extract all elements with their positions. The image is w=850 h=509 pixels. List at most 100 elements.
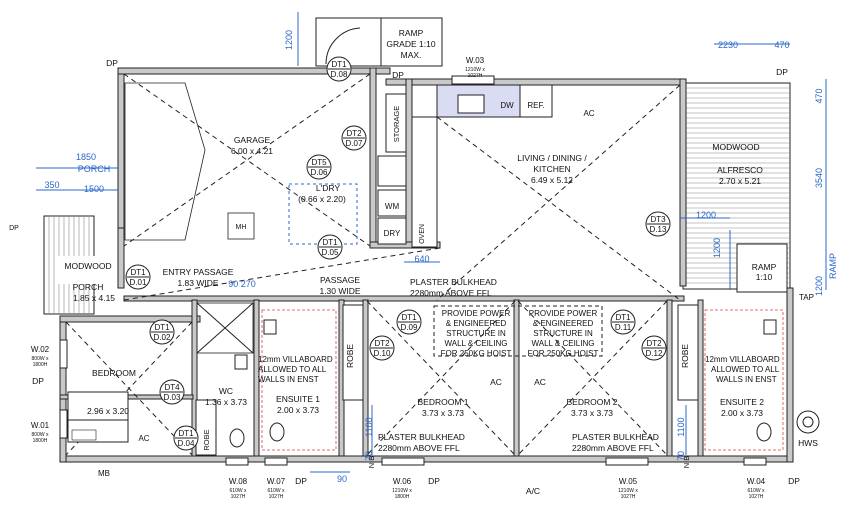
svg-text:DT2: DT2 (646, 339, 662, 348)
ensuite2-note-1: 12mm VILLABOARD (705, 355, 780, 364)
hoist2-l5: FOR 250KG HOIST (528, 349, 599, 358)
svg-text:DT1: DT1 (401, 313, 417, 322)
passage-size: 1.30 WIDE (319, 286, 360, 296)
w07-size-2: 1027H (269, 494, 284, 500)
garage-mh: MH (236, 224, 247, 231)
porch-decking (43, 215, 126, 315)
living-name-1: LIVING / DINING / (517, 153, 587, 163)
svg-text:D.03: D.03 (164, 393, 181, 402)
dim-90-270: 90 270 (228, 279, 256, 289)
bedroom2-name: BEDROOM 2 (566, 397, 617, 407)
dw-label: DW (500, 101, 514, 110)
wc-robe: ROBE (202, 429, 211, 450)
w04-size-2: 1027H (749, 494, 764, 500)
robe-label-2: ROBE (680, 344, 690, 368)
dim-2230: 2230 (718, 40, 738, 50)
dim-porch: PORCH (78, 164, 111, 174)
w06-name: W.06 (393, 477, 412, 486)
wc-name: WC (219, 386, 233, 396)
ensuite1-note-2: ALLOWED TO ALL (258, 365, 327, 374)
hoist1-l1: PROVIDE POWER (442, 309, 511, 318)
ac-bottom-label: A/C (526, 486, 540, 496)
hoist2-l3: STRUCTURE IN (533, 329, 593, 338)
svg-text:D.06: D.06 (311, 168, 328, 177)
ensuite2-note-3: WALLS IN ENST (716, 375, 777, 384)
toilets (229, 319, 777, 448)
w03-size-1: 1210W x (465, 67, 485, 73)
dp-6: DP (428, 476, 440, 486)
w01-size-2: 1800H (33, 438, 48, 444)
bed (67, 391, 129, 443)
w02-name: W.02 (31, 345, 50, 354)
svg-text:DT5: DT5 (311, 158, 327, 167)
alfresco-size: 2.70 x 5.21 (719, 176, 761, 186)
alfresco-decking (682, 82, 791, 293)
svg-text:D.07: D.07 (346, 139, 363, 148)
bulkhead-b1-2: 2280mm ABOVE FFL (378, 443, 460, 453)
dim-470-top: 470 (774, 40, 789, 50)
laundry-dry: DRY (384, 229, 401, 238)
w08-size-1: 610W x (230, 488, 247, 494)
ensuite1-note-1: 12mm VILLABOARD (258, 355, 333, 364)
dp-5: DP (295, 476, 307, 486)
laundry-size: (0.66 x 2.20) (298, 194, 346, 204)
dim-350: 350 (44, 180, 59, 190)
dim-90-bottom: 90 (337, 474, 347, 484)
ensuite1-size: 2.00 x 3.73 (277, 405, 319, 415)
w01-size-1: 800W x (32, 432, 49, 438)
dim-3540: 3540 (814, 168, 824, 188)
dimension-labels: 1200 2230 470 470 3540 1200 RAMP 1850 PO… (44, 30, 838, 484)
ramp-top-line1: RAMP (399, 28, 424, 38)
nib-right: NIB (682, 456, 691, 469)
garage-diagonals (123, 73, 371, 247)
dim-1850: 1850 (76, 152, 96, 162)
dim-1200-right: 1200 (814, 276, 824, 296)
w06-size-2: 1800H (395, 494, 410, 500)
dim-470-right: 470 (814, 88, 824, 103)
w08-size-2: 1027H (231, 494, 246, 500)
svg-text:D.02: D.02 (154, 333, 171, 342)
w03-size-2: 1027H (468, 73, 483, 79)
living-diagonals (123, 84, 681, 301)
dim-1500: 1500 (84, 184, 104, 194)
window-frames (59, 75, 767, 466)
svg-text:DT2: DT2 (346, 129, 362, 138)
bulkhead-b1-1: PLASTER BULKHEAD (378, 432, 465, 442)
bulkhead-b2-2: 2280mm ABOVE FFL (572, 443, 654, 453)
dp-1: DP (106, 58, 118, 68)
dim-640: 640 (414, 254, 429, 264)
ramp-right-1: RAMP (752, 262, 777, 272)
svg-text:D.11: D.11 (615, 323, 632, 332)
wc-size: 1.36 x 3.73 (205, 397, 247, 407)
ensuite2-name: ENSUITE 2 (720, 397, 764, 407)
bedroom-name: BEDROOM (92, 368, 136, 378)
center-ac-2: AC (534, 377, 546, 387)
porch-name-1: MODWOOD (64, 261, 111, 271)
svg-text:D.09: D.09 (401, 323, 418, 332)
dim-ramp: RAMP (828, 253, 838, 279)
w04-size-1: 610W x (748, 488, 765, 494)
hoist2-l4: WALL & CEILING (532, 339, 595, 348)
ensuite1-note-3: WALLS IN ENST (258, 375, 319, 384)
w08-name: W.08 (229, 477, 248, 486)
bulkhead-b2-1: PLASTER BULKHEAD (572, 432, 659, 442)
w06-size-1: 1210W x (392, 488, 412, 494)
bedroom1-name: BEDROOM 1 (417, 397, 468, 407)
center-ac-1: AC (490, 377, 502, 387)
svg-text:DT1: DT1 (615, 313, 631, 322)
svg-text:DT1: DT1 (130, 268, 146, 277)
dim-1100-right: 1100 (676, 417, 686, 436)
ramp-top-box (315, 17, 443, 67)
svg-text:DT1: DT1 (178, 429, 194, 438)
bedroom2-size: 3.73 x 3.73 (571, 408, 613, 418)
svg-text:D.05: D.05 (322, 248, 339, 257)
hws-label: HWS (798, 438, 818, 448)
